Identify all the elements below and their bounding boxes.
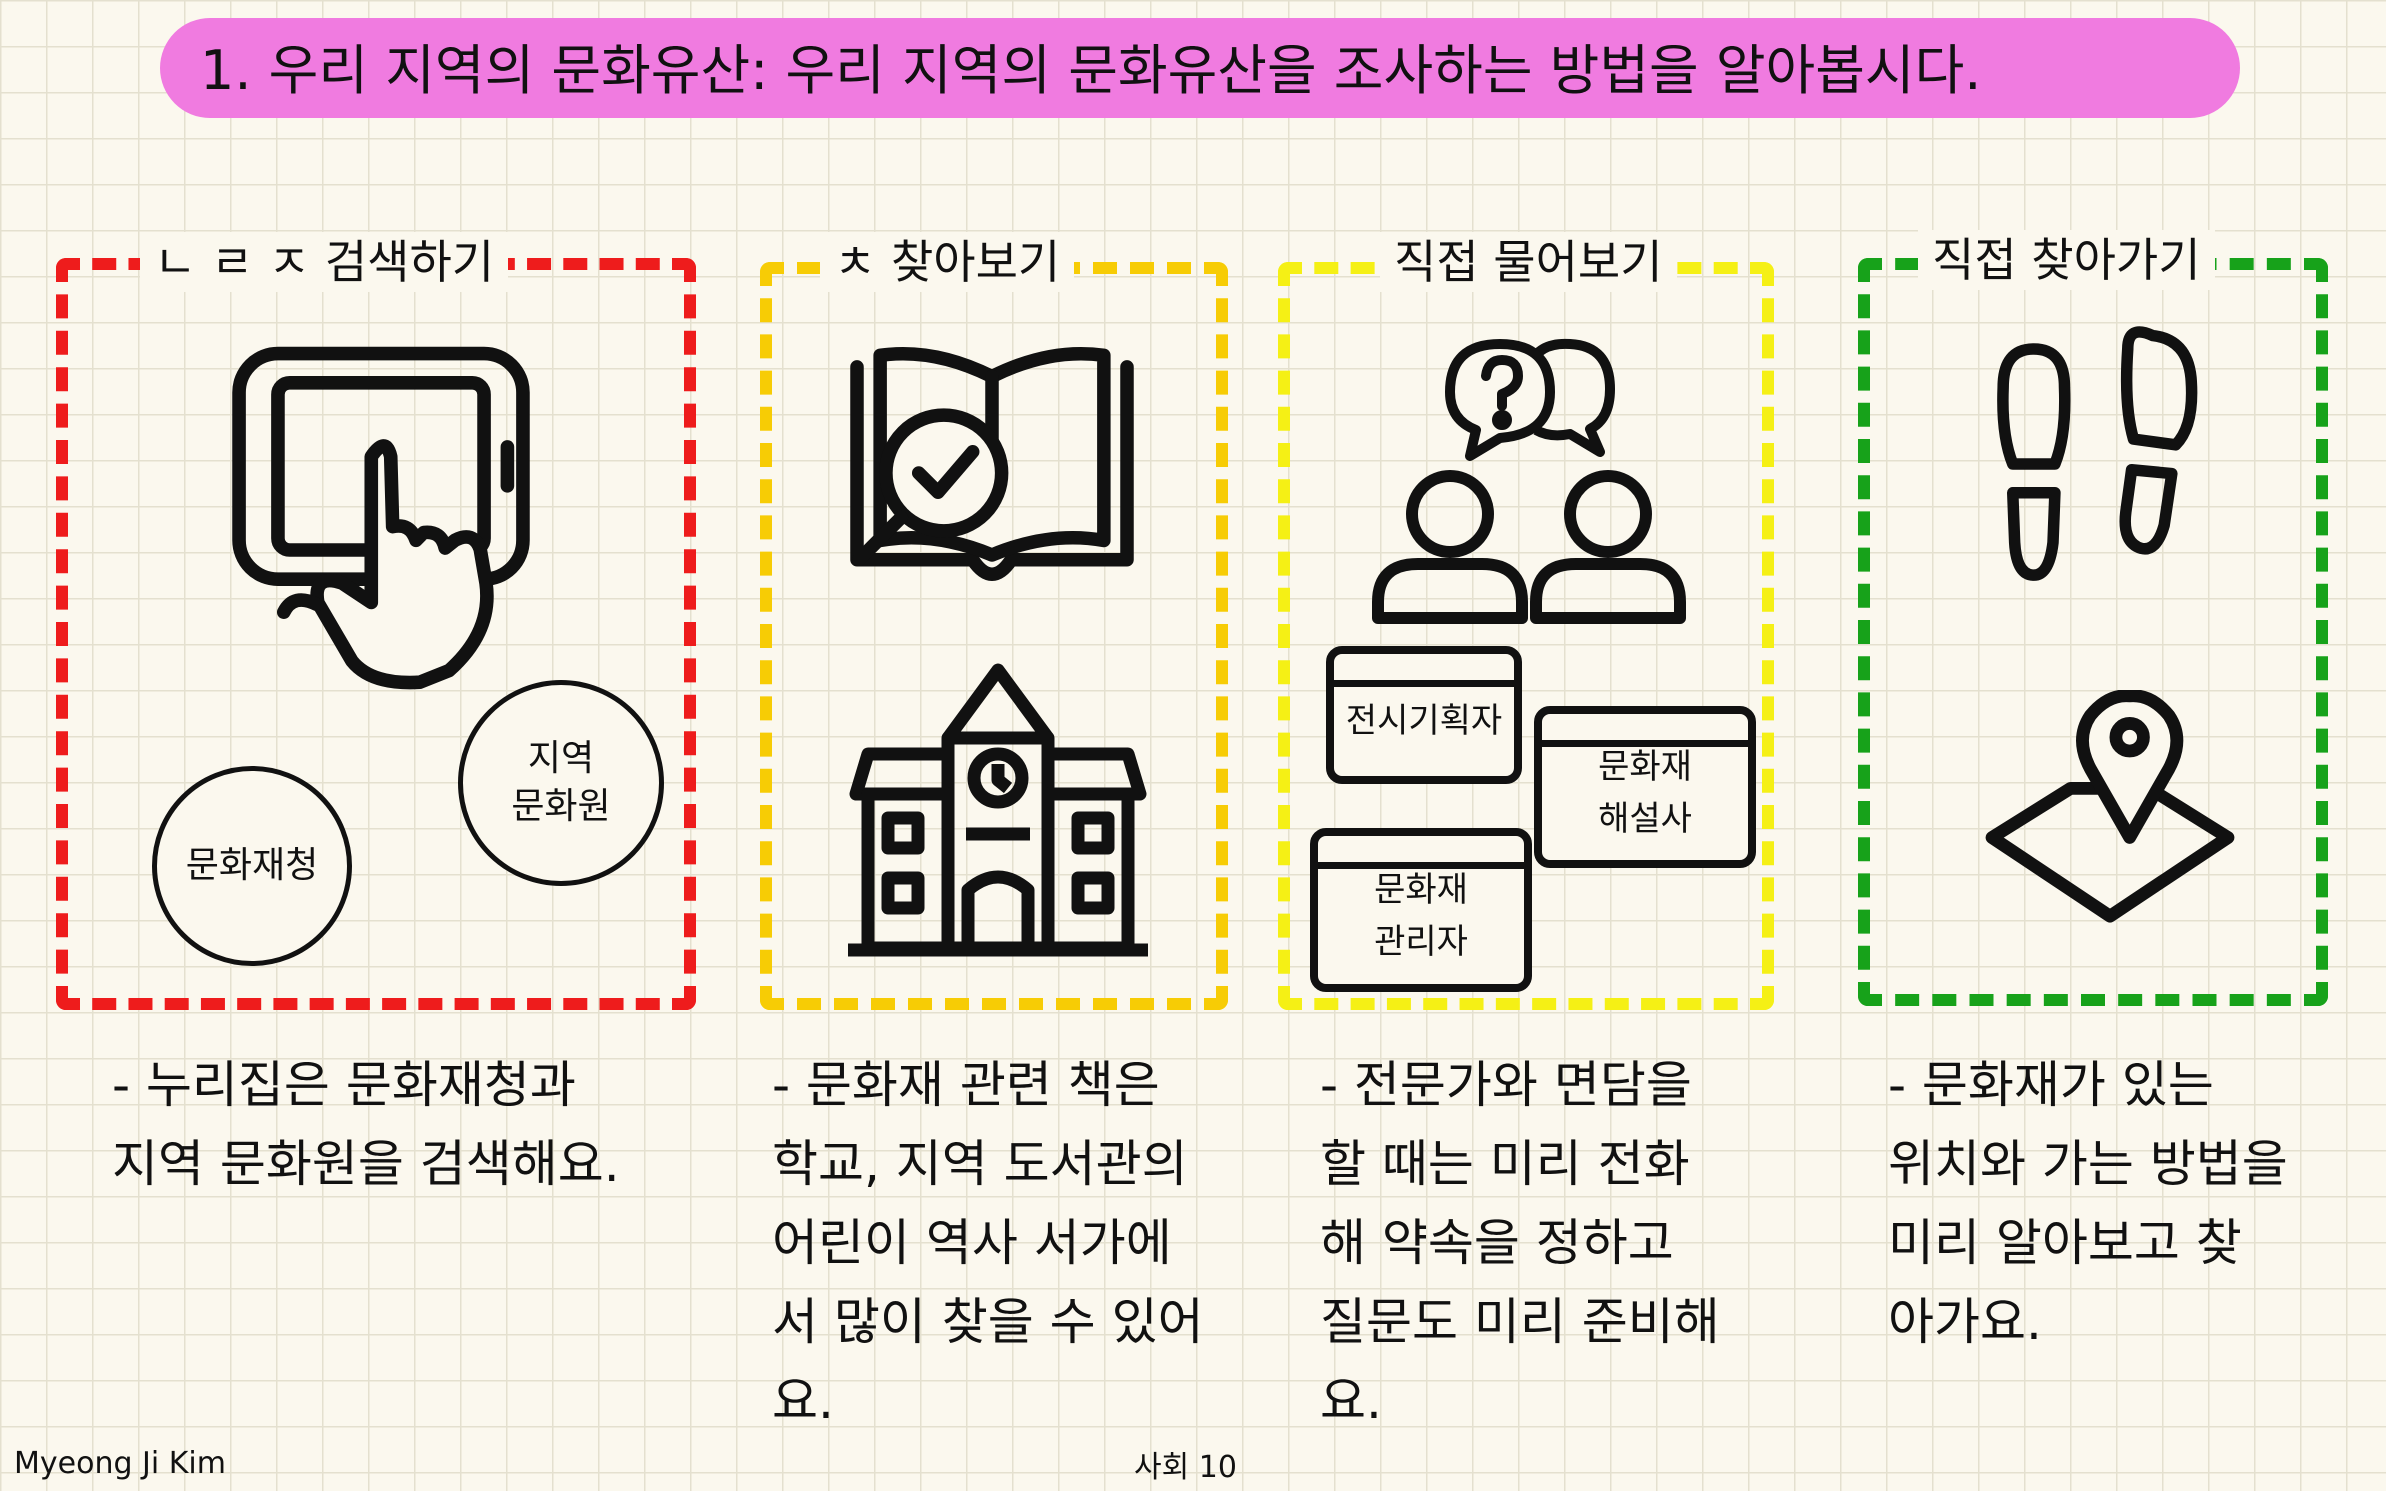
map-pin-icon [1985, 690, 2235, 923]
book-search-icon [850, 347, 1134, 581]
section-label-find: ㅊ 찾아보기 [820, 232, 1075, 292]
description-find: - 문화재 관련 책은 학교, 지역 도서관의 어린이 역사 서가에 서 많이 … [772, 1056, 1204, 1430]
description-visit: - 문화재가 있는 위치와 가는 방법을 미리 알아보고 찾 아가요. [1888, 1056, 2288, 1351]
speech-bubble-cha: 문화재청 [152, 766, 352, 966]
description-search: - 누리집은 문화재청과 지역 문화원을 검색해요. [112, 1056, 620, 1193]
section-label-search: ㄴ ㄹ ㅈ 검색하기 [140, 232, 509, 292]
page-number: 사회 10 [1134, 1450, 1237, 1485]
section-label-visit: 직접 찾아가기 [1918, 230, 2215, 290]
two-people-icon [1372, 470, 1686, 624]
tablet-touch-icon [232, 346, 530, 690]
description-ask: - 전문가와 면담을 할 때는 미리 전화 해 약속을 정하고 질문도 미리 준… [1320, 1056, 1720, 1430]
title-highlight [160, 18, 2240, 118]
card-heritage-manager: 문화재 관리자 [1310, 828, 1532, 992]
speech-bubble-culture-center: 지역 문화원 [458, 680, 664, 886]
speech-question-icon [1445, 338, 1615, 461]
page-title: 1. 우리 지역의 문화유산: 우리 지역의 문화유산을 조사하는 방법을 알아… [200, 39, 1982, 102]
author-name: Myeong Ji Kim [14, 1446, 226, 1481]
section-label-ask: 직접 물어보기 [1380, 232, 1677, 292]
card-heritage-interpreter: 문화재 해설사 [1534, 706, 1756, 868]
footprints-icon [1997, 326, 2198, 581]
card-exhibition-planner: 전시기획자 [1326, 646, 1522, 784]
school-building-icon [848, 663, 1148, 957]
